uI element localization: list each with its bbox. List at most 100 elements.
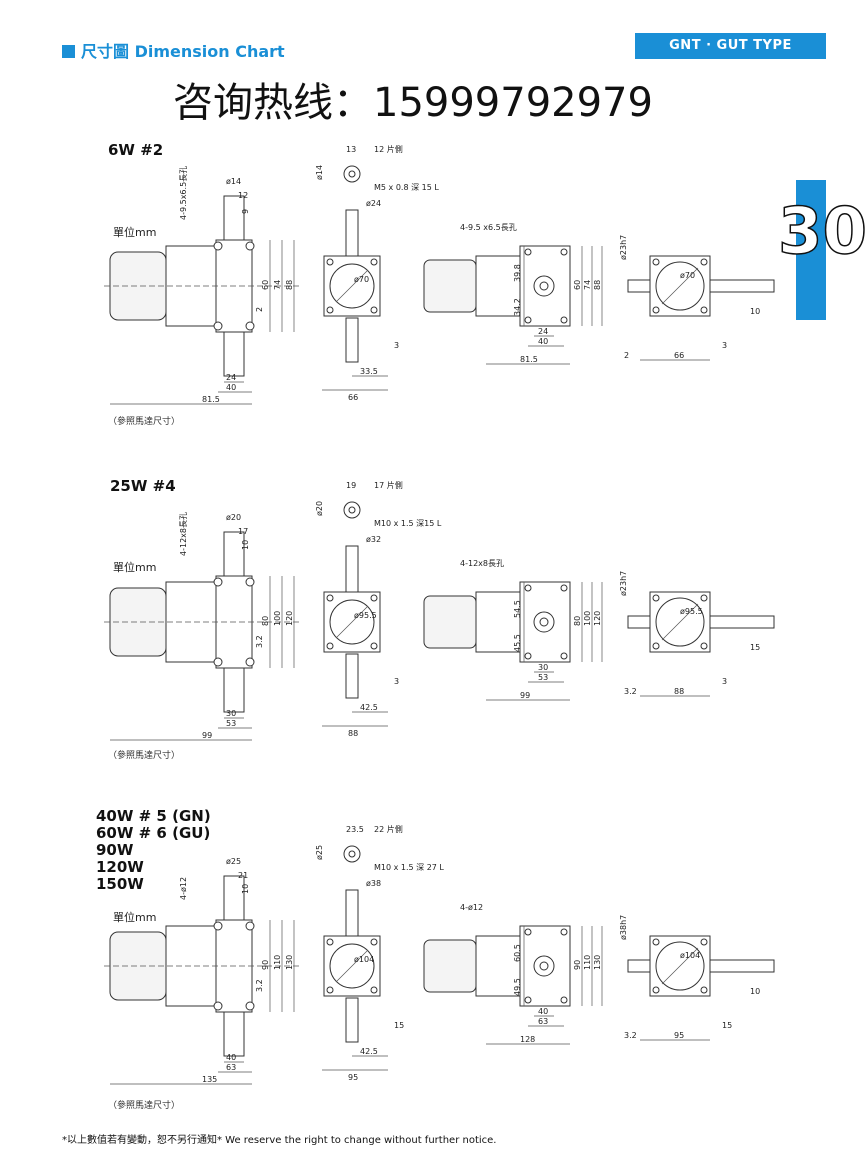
output-key bbox=[709, 279, 775, 293]
dimension-label: 42.5 bbox=[360, 703, 378, 712]
footer-note: *以上數值若有變動，恕不另行通知* We reserve the right t… bbox=[62, 1135, 497, 1146]
mount-hole bbox=[560, 248, 568, 256]
dimension-label: ø14 bbox=[315, 165, 324, 180]
mount-hole bbox=[560, 928, 568, 936]
title-line: 60W # 6 (GU) bbox=[96, 824, 211, 842]
mount-hole bbox=[652, 258, 660, 266]
mount-hole bbox=[245, 921, 255, 931]
gearhead-housing bbox=[423, 939, 477, 993]
shaft-key-lower bbox=[345, 997, 359, 1043]
dimension-label: 9 bbox=[241, 209, 250, 214]
dimension-label: 88 bbox=[348, 729, 358, 738]
shaft-bore-inner bbox=[539, 961, 549, 971]
dimension-label: 63 bbox=[538, 1017, 548, 1026]
dimension-label: 66 bbox=[674, 351, 684, 360]
dimension-label: ø38h7 bbox=[619, 915, 628, 940]
dimension-label: 23.5 bbox=[346, 825, 364, 834]
dimension-label: 12 bbox=[238, 191, 248, 200]
output-shaft-lower bbox=[223, 331, 245, 377]
output-shaft-lower bbox=[223, 667, 245, 713]
diameter-line bbox=[661, 267, 699, 305]
mount-hole bbox=[560, 584, 568, 592]
dimension-label: 66 bbox=[348, 393, 358, 402]
mount-hole bbox=[326, 258, 334, 266]
title-line: 40W # 5 (GN) bbox=[96, 807, 211, 825]
shaft-thread-note: M10 x 1.5 深15 L bbox=[374, 519, 442, 528]
shaft-thread-note: M5 x 0.8 深 15 L bbox=[374, 183, 439, 192]
dimension-label: 33.5 bbox=[360, 367, 378, 376]
dimension-label: 60 bbox=[573, 280, 582, 290]
dimension-label: 17 bbox=[238, 527, 248, 536]
dimension-label: ø25 bbox=[315, 845, 324, 860]
mount-hole bbox=[326, 938, 334, 946]
dimension-label: 49.5 bbox=[513, 978, 522, 996]
shaft-key-lower bbox=[345, 653, 359, 699]
dimension-label: 15 bbox=[722, 1021, 732, 1030]
shaft-bore-inner bbox=[539, 617, 549, 627]
gearhead-face bbox=[475, 591, 521, 653]
dimension-label: 80 bbox=[573, 616, 582, 626]
mount-hole bbox=[652, 938, 660, 946]
gearhead-face bbox=[475, 255, 521, 317]
dimension-label: 10 bbox=[750, 987, 760, 996]
section-title-6w: 6W #2 bbox=[108, 142, 163, 159]
dimension-label: 130 bbox=[285, 955, 294, 970]
dimension-label: 95 bbox=[348, 1073, 358, 1082]
dimension-label: 110 bbox=[583, 955, 592, 970]
title-line: 25W #4 bbox=[110, 477, 176, 495]
mount-hole bbox=[700, 306, 708, 314]
dimension-label: 42.5 bbox=[360, 1047, 378, 1056]
page-number-tab: 30 bbox=[777, 180, 867, 320]
gearhead-housing bbox=[423, 259, 477, 313]
title-line: 90W bbox=[96, 841, 134, 859]
mount-hole bbox=[370, 306, 378, 314]
section-label: 尺寸圖 Dimension Chart bbox=[81, 42, 285, 61]
dimension-label: 99 bbox=[520, 691, 530, 700]
dimension-label: 81.5 bbox=[520, 355, 538, 364]
dimension-label: 30 bbox=[226, 709, 236, 718]
dimension-label: ø104 bbox=[680, 951, 700, 960]
shaft-bore-inner bbox=[539, 281, 549, 291]
unit-label: 單位mm bbox=[113, 911, 157, 924]
dimension-label: ø95.5 bbox=[354, 611, 377, 620]
mount-hole bbox=[245, 321, 255, 331]
dimension-label: 120 bbox=[593, 611, 602, 626]
dimension-label: 39.8 bbox=[513, 264, 522, 282]
mount-hole bbox=[700, 986, 708, 994]
title-line: 6W #2 bbox=[108, 141, 164, 159]
unit-label: 單位mm bbox=[113, 561, 157, 574]
dimension-label: 10 bbox=[241, 884, 250, 894]
reference-note: （參照馬達尺寸） bbox=[108, 417, 181, 427]
dimension-label: ø24 bbox=[366, 199, 381, 208]
mount-hole bbox=[560, 652, 568, 660]
dimension-label: 3 bbox=[394, 677, 399, 686]
unit-label: 單位mm bbox=[113, 226, 157, 239]
dimension-label: 120 bbox=[285, 611, 294, 626]
diameter-line bbox=[335, 605, 369, 639]
flange-plate bbox=[519, 581, 571, 663]
dimension-label: 88 bbox=[674, 687, 684, 696]
dimension-label: 2 bbox=[255, 307, 264, 312]
mount-hole bbox=[245, 657, 255, 667]
shaft-center bbox=[348, 506, 356, 514]
dimension-label: 21 bbox=[238, 871, 248, 880]
dimension-label: ø20 bbox=[315, 501, 324, 516]
mount-hole bbox=[524, 996, 532, 1004]
front-holes-note: 4-12x8長孔 bbox=[460, 559, 504, 568]
dimension-label: 74 bbox=[583, 280, 592, 290]
shaft-stub bbox=[627, 279, 651, 293]
mount-hole bbox=[524, 928, 532, 936]
dimension-label: ø14 bbox=[226, 177, 241, 186]
mount-holes-note: 4-9.5x6.5長孔 bbox=[179, 166, 188, 220]
mount-hole bbox=[700, 258, 708, 266]
reference-note: （參照馬達尺寸） bbox=[108, 1101, 181, 1111]
side-note: 22 片側 bbox=[374, 824, 403, 834]
type-tab: GNT · GUT TYPE bbox=[635, 33, 826, 59]
dimension-label: 100 bbox=[583, 611, 592, 626]
dimension-label: 15 bbox=[750, 643, 760, 652]
dimension-label: 24 bbox=[538, 327, 548, 336]
dimension-label: 74 bbox=[273, 280, 282, 290]
mount-hole bbox=[213, 321, 223, 331]
mount-hole bbox=[524, 652, 532, 660]
mount-holes-note: 4-12x8長孔 bbox=[179, 512, 188, 556]
